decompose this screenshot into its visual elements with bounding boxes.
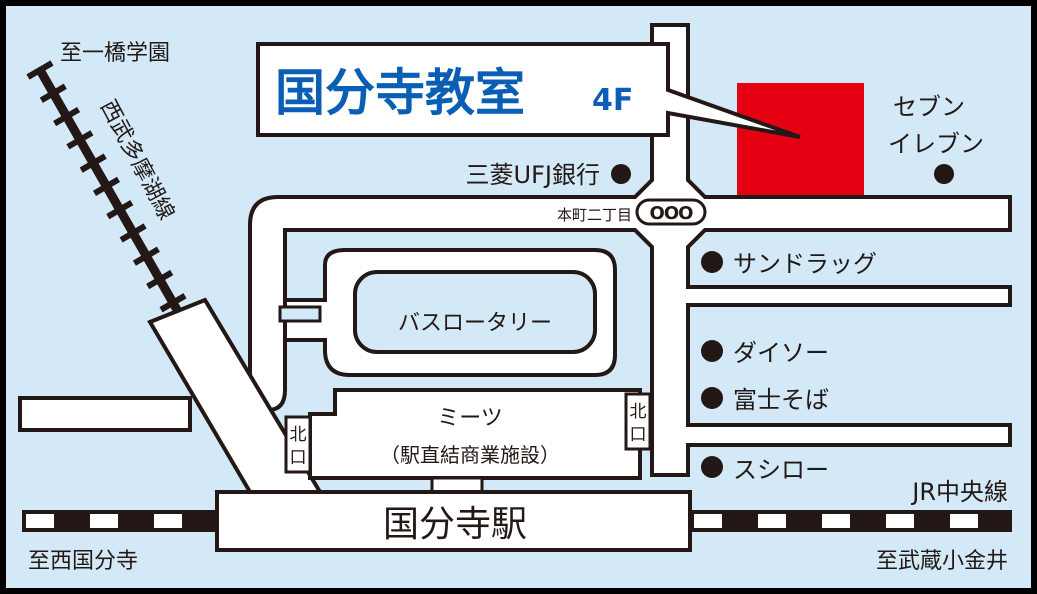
rail-segment [822,514,850,528]
mall-note: （駅直結商業施設） [380,443,560,467]
svg-text:口: 口 [630,425,647,445]
traffic-signal-symbol: OOO [650,203,694,224]
rail-tie [66,130,94,150]
north-exit-west: 北 口 [284,415,312,474]
rail-tie [26,60,54,80]
mall-building [308,388,642,480]
rail-tie [39,83,67,103]
landmark-dot [701,387,723,409]
rail-tie [79,153,107,173]
landmark-mufg-bank: 三菱UFJ銀行 [466,161,600,189]
station-label: 国分寺駅 [383,504,527,545]
rail-tie [53,106,81,127]
kokubunji-station [215,490,692,552]
rail-tie [132,246,160,266]
landmark-sundrug: サンドラッグ [733,250,877,278]
svg-text:口: 口 [290,448,307,468]
rail-segment [26,514,54,528]
seibu-line-ties [26,60,187,313]
classroom-name: 国分寺教室 [275,64,525,122]
north-exit-east: 北 口 [624,392,652,451]
mall-bridge [430,476,484,494]
landmark-sushiro: スシロー [733,456,829,484]
rail-tie [146,269,174,290]
landmark-dot [701,456,723,478]
bus-rotary-island [353,270,597,354]
rail-tie [159,293,187,313]
rail-tie [106,200,134,220]
jr-line-label: JR中央線 [910,478,1008,506]
landmark-dot [611,164,631,184]
traffic-signal-icon: OOO [635,198,707,226]
seibu-line-track [36,67,184,318]
rail-segment [950,514,978,528]
direction-east: 至武蔵小金井 [876,549,1008,574]
rail-segment [90,514,118,528]
west-road [18,396,192,432]
rail-tie [119,223,147,243]
road-network [248,23,1012,477]
direction-west: 至西国分寺 [28,549,138,574]
rail-segment [154,514,182,528]
jr-chuo-line-track [22,510,1012,532]
landmark-dot [701,340,723,362]
rail-tie [92,176,121,196]
direction-north: 至一橋学園 [60,41,170,66]
rail-segment [694,514,722,528]
rail-segment [886,514,914,528]
rail-segment [758,514,786,528]
landmark-dot [934,164,954,184]
intersection-name: 本町二丁目 [557,206,632,224]
callout-box [256,42,801,139]
bus-rotary-label: バスロータリー [398,311,552,336]
landmark-daiso: ダイソー [733,339,829,367]
svg-text:北: 北 [630,402,647,422]
landmark-seven-line1: セブン [893,93,965,121]
destination-building [737,83,864,195]
landmark-seven-line2: イレブン [888,130,984,158]
floor-label: 4F [592,83,633,118]
landmark-dot [701,251,723,273]
svg-text:北: 北 [290,425,307,445]
landmark-fujisoba: 富士そば [733,386,829,414]
mall-name: ミーツ [437,406,503,431]
rotary-median [278,305,322,323]
